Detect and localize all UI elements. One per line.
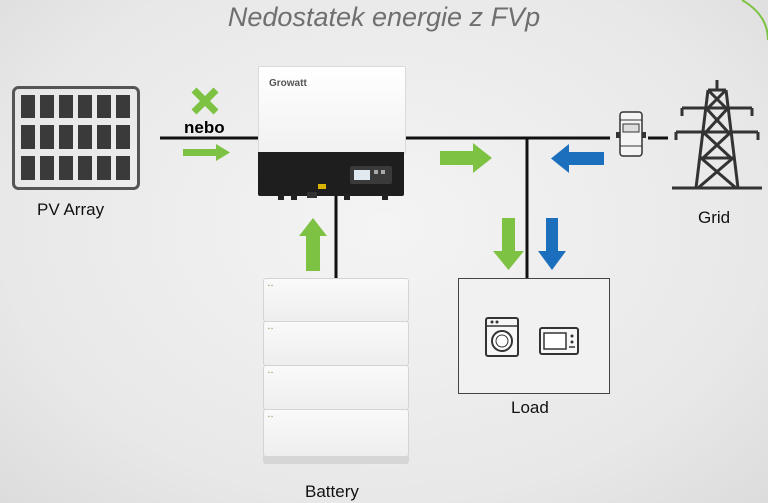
solar-panel-icon — [12, 86, 140, 190]
pv-array-label: PV Array — [37, 200, 105, 219]
battery-module: ▪ ▪ — [263, 321, 409, 366]
inverter-icon: Growatt — [258, 66, 406, 200]
arrow-icon-green-right — [440, 143, 492, 173]
inverter-display — [350, 166, 392, 184]
power-tower-icon — [672, 80, 762, 190]
microwave-icon — [539, 327, 579, 355]
load-label: Load — [511, 398, 549, 417]
arrow-icon-green-up — [299, 218, 327, 271]
meter-icon — [616, 111, 646, 157]
battery-module: ▪ ▪ — [263, 365, 409, 410]
diagram-title: Nedostatek energie z FVp — [227, 2, 541, 32]
inverter-brand: Growatt — [269, 78, 307, 89]
arrow-icon-blue-down — [538, 218, 566, 270]
battery-module: ▪ ▪ — [263, 409, 409, 457]
battery-label: Battery — [305, 482, 359, 501]
load-box — [458, 278, 610, 394]
washing-machine-icon — [485, 317, 519, 357]
nebo-label: nebo — [184, 118, 225, 137]
grid-label: Grid — [698, 208, 731, 227]
cross-icon — [191, 87, 219, 115]
arrow-icon-blue-left — [551, 144, 604, 173]
battery-module: ▪ ▪ — [263, 278, 409, 322]
arrow-icon-green-down — [493, 218, 524, 270]
arrow-icon-pv-right — [183, 144, 230, 161]
battery-stack-icon: ▪ ▪ ▪ ▪ ▪ ▪ ▪ ▪ — [263, 278, 409, 466]
